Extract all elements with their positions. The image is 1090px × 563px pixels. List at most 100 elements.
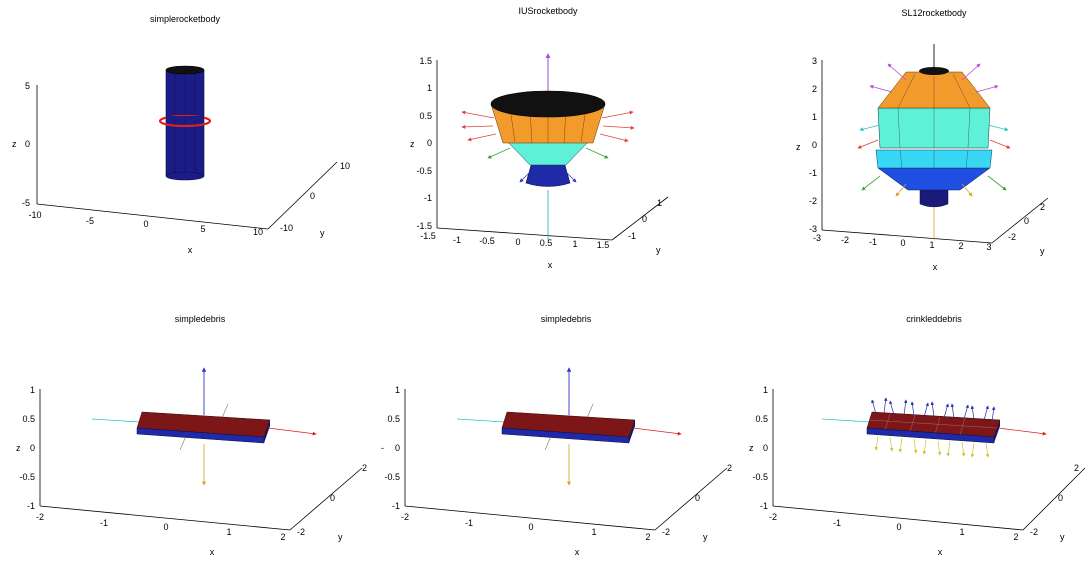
tick-label: 10: [340, 161, 350, 171]
z-axis-label: -: [381, 443, 384, 453]
surface-normals: [857, 63, 1011, 197]
tick-label: 1: [929, 240, 934, 250]
rocket-body-shape: [875, 44, 993, 240]
tick-label: 2: [727, 463, 732, 473]
tick-label: 0: [642, 214, 647, 224]
panel-title: SL12rocketbody: [901, 8, 967, 18]
tick-label: -2: [1030, 527, 1038, 537]
y-tick-labels: -2 0 2: [1008, 202, 1045, 242]
tick-label: 0: [763, 443, 768, 453]
tick-label: 0.5: [419, 111, 432, 121]
z-tick-labels: 3 2 1 0 -1 -2 -3: [809, 56, 817, 234]
tick-label: 0.5: [755, 414, 768, 424]
tick-label: -0.5: [19, 472, 35, 482]
tick-label: -1: [760, 501, 768, 511]
tick-label: 0.5: [22, 414, 35, 424]
x-axis-label: x: [210, 547, 215, 557]
axes-box: [39, 389, 363, 531]
tick-label: -2: [297, 527, 305, 537]
tick-label: 2: [1040, 202, 1045, 212]
axes-box: [821, 60, 1049, 244]
panel-title: simpledebris: [175, 314, 226, 324]
tick-label: 3: [986, 242, 991, 252]
z-axis-label: z: [16, 443, 21, 453]
debris-plate: [456, 367, 682, 486]
tick-label: 2: [280, 532, 285, 542]
tick-label: 5: [25, 81, 30, 91]
tick-label: -5: [86, 216, 94, 226]
tick-label: -2: [662, 527, 670, 537]
z-axis-label: z: [749, 443, 754, 453]
axes-box: [404, 389, 728, 531]
panel-title: crinkleddebris: [906, 314, 962, 324]
tick-label: 1: [657, 198, 662, 208]
x-tick-labels: -2 -1 0 1 2: [36, 512, 286, 542]
x-axis-label: x: [575, 547, 580, 557]
z-tick-labels: 1 0.5 0 -0.5 -1: [384, 385, 400, 511]
tick-label: 1: [812, 112, 817, 122]
tick-label: -2: [36, 512, 44, 522]
y-axis-label: y: [320, 228, 325, 238]
z-axis-label: z: [796, 142, 801, 152]
tick-label: 0: [812, 140, 817, 150]
tick-label: -1: [869, 237, 877, 247]
panel-simpledebris-2: simpledebris 1 0.5 0 -0.5 -1 -2 -1 0 1 2…: [381, 314, 732, 557]
tick-label: -1: [628, 231, 636, 241]
tick-label: 0: [25, 139, 30, 149]
axes-box: [772, 389, 1086, 531]
tick-label: 2: [812, 84, 817, 94]
tick-label: 0: [395, 443, 400, 453]
z-axis-label: z: [12, 139, 17, 149]
z-tick-labels: 1.5 1 0.5 0 -0.5 -1 -1.5: [416, 56, 432, 231]
tick-label: 0: [896, 522, 901, 532]
x-tick-labels: -3 -2 -1 0 1 2 3: [813, 233, 992, 252]
y-axis-label: y: [656, 245, 661, 255]
surface-normals: [461, 110, 635, 183]
tick-label: 0: [528, 522, 533, 532]
tick-label: -1: [833, 518, 841, 528]
tick-label: 0: [143, 219, 148, 229]
tick-label: 1: [226, 527, 231, 537]
y-tick-labels: -10 0 10: [280, 161, 350, 233]
tick-label: 0: [695, 493, 700, 503]
tick-label: 1: [395, 385, 400, 395]
tick-label: -1: [465, 518, 473, 528]
tick-label: 3: [812, 56, 817, 66]
tick-label: 0.5: [540, 238, 553, 248]
tick-label: -1: [424, 193, 432, 203]
tick-label: -1: [100, 518, 108, 528]
panel-simpledebris-1: simpledebris 1 0.5 0 -0.5 -1 -2 -1 0 1 2…: [16, 314, 367, 557]
tick-label: 0: [310, 191, 315, 201]
cylinder-body: [158, 65, 212, 181]
panel-title: simplerocketbody: [150, 14, 221, 24]
tick-label: 5: [200, 224, 205, 234]
y-axis-label: y: [338, 532, 343, 542]
x-axis-label: x: [188, 245, 193, 255]
tick-label: 1: [572, 239, 577, 249]
tick-label: 1: [591, 527, 596, 537]
crinkled-debris-plate: [821, 411, 1047, 444]
tick-label: -2: [809, 196, 817, 206]
tick-label: -5: [22, 198, 30, 208]
tick-label: -2: [841, 235, 849, 245]
tick-label: -10: [28, 210, 41, 220]
tick-label: 0: [30, 443, 35, 453]
tick-label: -1: [453, 235, 461, 245]
x-tick-labels: -2 -1 0 1 2: [769, 512, 1019, 542]
tick-label: -1.5: [420, 231, 436, 241]
z-tick-labels: 1 0.5 0 -0.5 -1: [19, 385, 35, 511]
tick-label: 2: [645, 532, 650, 542]
rocket-body-shape: [490, 53, 606, 240]
y-tick-labels: -2 0 2: [662, 463, 732, 537]
panel-iusrocketbody: IUSrocketbody 1.5 1 0.5 0 -0.5 -1 -1.5 -…: [410, 6, 669, 270]
axes-box: [436, 60, 669, 241]
tick-label: 10: [253, 227, 263, 237]
tick-label: -0.5: [479, 236, 495, 246]
tick-label: 1.5: [419, 56, 432, 66]
x-tick-labels: -1.5 -1 -0.5 0 0.5 1 1.5: [420, 231, 609, 250]
tick-label: 2: [1074, 463, 1079, 473]
tick-label: 0.5: [387, 414, 400, 424]
tick-label: 2: [362, 463, 367, 473]
tick-label: -1: [809, 168, 817, 178]
